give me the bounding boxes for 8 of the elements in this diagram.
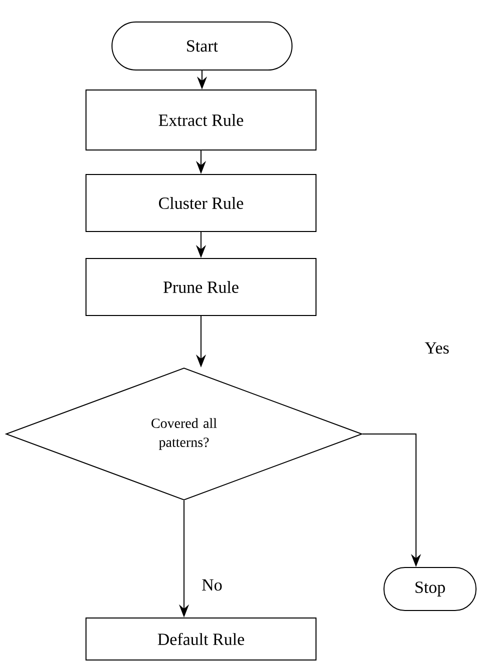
- edge-label: Yes: [424, 341, 450, 355]
- process-box: Extract Rule: [86, 90, 316, 150]
- terminal-box: Start: [112, 22, 292, 70]
- terminal-box: Stop: [384, 567, 476, 611]
- process-box: Default Rule: [86, 618, 316, 660]
- edge-label: No: [200, 578, 224, 592]
- process-box: Prune Rule: [86, 258, 316, 316]
- process-box: Cluster Rule: [86, 174, 316, 232]
